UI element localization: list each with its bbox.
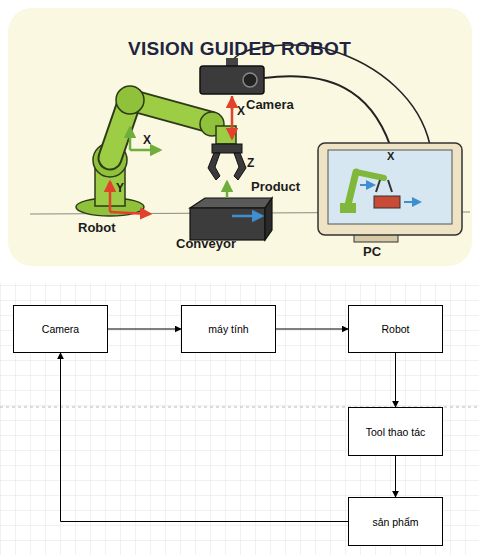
axis-arrow (110, 212, 150, 214)
flow-arrow (395, 456, 396, 497)
box-text: sản phẩm (372, 516, 418, 528)
box-text: Robot (381, 323, 409, 335)
gripper (212, 144, 242, 153)
grid-background (0, 283, 479, 555)
gripper-claw (208, 153, 220, 180)
screen-robot (340, 203, 356, 213)
process-box: máy tính (181, 305, 276, 353)
conveyor-side (265, 198, 272, 240)
flow-arrow (108, 329, 181, 330)
illustration-label: Conveyor (176, 236, 236, 251)
illustration-label: Y (116, 181, 124, 195)
screen-gripper (376, 180, 392, 192)
axis-arrow (109, 182, 112, 212)
axis-arrow (404, 201, 420, 203)
cable (232, 45, 430, 145)
monitor-screen (328, 150, 452, 224)
process-box: Tool thao tác (348, 407, 443, 456)
camera-lens (243, 73, 257, 87)
process-box: Robot (348, 305, 443, 353)
illustration-label: X (143, 133, 151, 147)
screen-product (374, 196, 400, 208)
process-box: sản phẩm (348, 497, 443, 546)
screen-robot (348, 172, 356, 205)
illustration-label: X (387, 150, 394, 162)
illustration-label: Robot (78, 220, 116, 235)
camera-body (200, 66, 264, 94)
camera-mount (226, 58, 238, 66)
axis-arrow (226, 182, 229, 198)
robot-joint (116, 86, 144, 114)
gripper-claw (234, 153, 246, 180)
conveyor-front (190, 208, 265, 240)
illustration-label: Z (247, 156, 254, 170)
screen-robot (356, 172, 384, 178)
monitor (318, 143, 462, 235)
illustration-label: X (237, 104, 245, 118)
axis-arrow (231, 96, 234, 138)
axis-arrow (130, 149, 160, 152)
flow-arrow (61, 353, 349, 522)
conveyor-top (190, 198, 272, 208)
box-text: máy tính (208, 323, 248, 335)
flow-arrow (276, 329, 348, 330)
box-text: Tool thao tác (366, 426, 426, 438)
axis-arrow (360, 184, 374, 186)
axis-arrow (231, 98, 234, 110)
illustration-label: Camera (246, 97, 294, 112)
illustration-label: PC (363, 244, 381, 259)
axis-arrow (129, 128, 132, 150)
box-text: Camera (42, 323, 79, 335)
axis-arrow (232, 215, 262, 218)
flow-arrow (395, 353, 396, 407)
process-box: Camera (13, 305, 108, 353)
illustration-label: Product (251, 179, 300, 194)
diagram-title: VISION GUIDED ROBOT (0, 38, 479, 60)
